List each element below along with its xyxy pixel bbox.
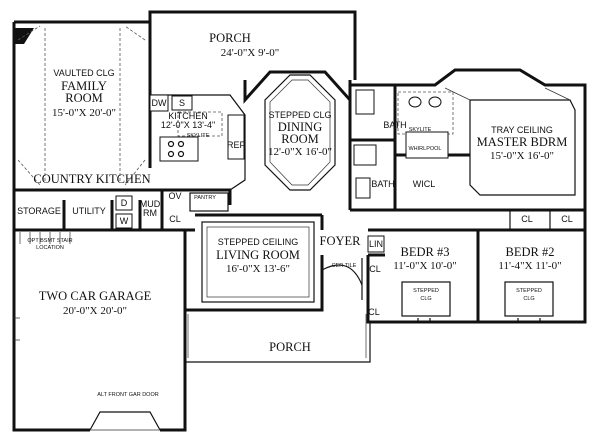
living-room-name: LIVING ROOM (216, 248, 300, 262)
linen-label: LIN (369, 239, 383, 249)
storage-label: STORAGE (17, 206, 61, 216)
dining-room-note: STEPPED CLG (268, 110, 331, 120)
closet-label-bedr-1: CL (521, 214, 533, 224)
mud-room-line-2: RM (143, 208, 157, 218)
bedr3-name: BEDR #3 (401, 245, 450, 259)
porch-outlines (184, 310, 371, 363)
pantry-label: PANTRY (194, 195, 216, 201)
family-room-note: VAULTED CLG (53, 68, 114, 78)
bedr3-clg-2: CLG (420, 296, 431, 302)
foyer-details (321, 235, 385, 300)
porch-top-name: PORCH (209, 31, 251, 45)
bedr2-dims: 11'-4"X 11'-0" (498, 260, 561, 272)
family-room-dims: 15'-0"X 20'-0" (52, 107, 116, 119)
kitchen-dims: 12'-0"X 13'-4" (161, 120, 215, 130)
porch-bottom-name: PORCH (269, 340, 311, 354)
utility-area (19, 192, 229, 244)
bath-fixtures (353, 89, 454, 199)
closet-label-bedr-2: CL (561, 214, 573, 224)
master-name: MASTER BDRM (477, 135, 568, 149)
dryer-label: D (121, 198, 128, 208)
utility-label: UTILITY (72, 206, 106, 216)
opt-stair-line-1: OPT BSMT STAIR (27, 238, 72, 244)
kitchen-name: KITCHEN (168, 111, 208, 121)
living-room-dims: 16'-0"X 13'-6" (226, 263, 290, 275)
kitchen-sink-label: S (179, 98, 185, 108)
master-tray-ceiling (444, 87, 576, 196)
bedr2-name: BEDR #2 (506, 245, 555, 259)
wicl-label: WICL (413, 179, 436, 189)
dining-room-name-1: DINING (278, 120, 322, 134)
bedr3-dims: 11'-0"X 10'-0" (393, 260, 457, 272)
closet-label-foyer: CL (369, 264, 381, 274)
master-note: TRAY CEILING (491, 125, 553, 135)
family-room-name-2: ROOM (65, 91, 103, 105)
porch-top-dims: 24'-0"X 9'-0" (221, 47, 279, 59)
interior-walls (14, 85, 585, 322)
family-room-vault (17, 25, 146, 186)
family-room-name-1: FAMILY (61, 79, 107, 93)
dining-room-name-2: ROOM (281, 132, 319, 146)
garage-dims: 20'-0"X 20'-0" (63, 305, 127, 317)
opt-stair-line-2: LOCATION (36, 245, 64, 251)
garage-name: TWO CAR GARAGE (39, 289, 152, 303)
bedr2-clg-1: STEPPED (516, 288, 542, 294)
bath-top-skylite: SKYLITE (409, 127, 432, 133)
dining-room-dims: 12'-0"X 16'-0" (268, 146, 332, 158)
foyer-label: FOYER (320, 234, 362, 248)
room-labels: PORCH 24'-0"X 9'-0" VAULTED CLG FAMILY R… (17, 31, 573, 398)
garage-details (14, 317, 160, 431)
bedr2-clg-2: CLG (523, 296, 534, 302)
oven-label: OV (168, 191, 181, 201)
kitchen-fixtures (149, 94, 246, 191)
washer-label: W (120, 216, 129, 226)
dining-room-ceiling (264, 74, 336, 191)
whirlpool-label: WHIRLPOOL (408, 146, 441, 152)
closet-label-mud: CL (169, 214, 181, 224)
living-room-ceiling (201, 221, 315, 303)
bath-lower-name: BATH (371, 179, 394, 189)
kitchen-ref-label: REF (227, 140, 246, 150)
cer-tile-label: CER TILE (332, 263, 357, 269)
country-kitchen-label: COUNTRY KITCHEN (33, 172, 150, 186)
living-room-note: STEPPED CEILING (218, 237, 299, 247)
bedroom-ceilings (401, 281, 554, 322)
alt-garage-door-label: ALT FRONT GAR DOOR (97, 392, 158, 398)
kitchen-dw-label: DW (152, 98, 167, 108)
master-dims: 15'-0"X 16'-0" (490, 150, 554, 162)
mud-room-line-1: MUD (140, 199, 161, 209)
bath-top-name: BATH (383, 120, 406, 130)
closet-label-bedr-3: CL (368, 307, 380, 317)
bedr3-clg-1: STEPPED (413, 288, 439, 294)
kitchen-skylite: SKYLITE (187, 133, 210, 139)
